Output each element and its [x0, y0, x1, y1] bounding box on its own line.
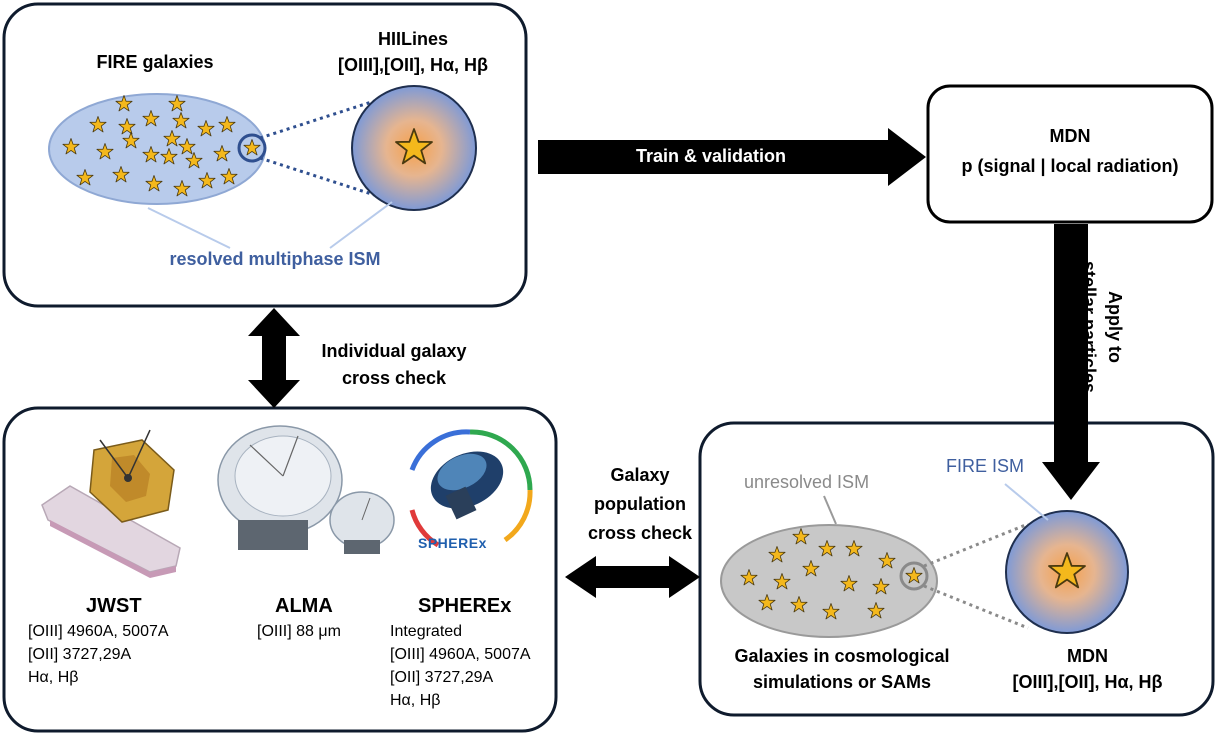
alma-title: ALMA [275, 595, 333, 617]
fire-particle-zoom [351, 85, 477, 211]
train-arrow-label: Train & validation [636, 146, 787, 166]
jwst-line-2: [OII] 3727,29A [28, 646, 132, 663]
hiilines-title: HIILines [377, 29, 448, 49]
unresolved-ism-label: unresolved ISM [744, 472, 870, 492]
individual-check-arrow [248, 308, 300, 408]
spherex-title: SPHEREx [418, 595, 512, 617]
spherex-logo [409, 429, 533, 548]
fire-galaxy [48, 93, 267, 205]
sim-mdn-title: MDN [1067, 646, 1108, 666]
population-check-label-2: population [594, 494, 686, 514]
apply-label-2: stellar particles [1079, 260, 1099, 394]
train-arrow [538, 128, 926, 186]
fire-galaxies-label: FIRE galaxies [96, 52, 214, 72]
mdn-box [926, 84, 1214, 224]
spherex-line-4: Hα, Hβ [390, 692, 441, 709]
jwst-title: JWST [86, 595, 142, 617]
sim-galaxies-label-1: Galaxies in cosmological [734, 646, 950, 666]
jwst-line-1: [OIII] 4960A, 5007A [28, 623, 169, 640]
jwst-image [41, 429, 181, 578]
mdn-title: MDN [1049, 126, 1091, 146]
mdn-formula: p (signal | local radiation) [961, 156, 1179, 176]
spherex-line-3: [OII] 3727,29A [390, 669, 494, 686]
sim-mdn-lines: [OIII],[OII], Hα, Hβ [1012, 672, 1163, 692]
hiilines-lines: [OIII],[OII], Hα, Hβ [337, 55, 489, 75]
population-check-label-3: cross check [587, 523, 693, 543]
sim-zoom-lines [923, 522, 1029, 630]
sim-particle-zoom [1005, 510, 1129, 634]
fire-ism-label: FIRE ISM [946, 456, 1025, 476]
spherex-line-1: Integrated [390, 623, 463, 640]
individual-check-label-2: cross check [341, 368, 447, 388]
apply-arrow [1042, 224, 1100, 500]
spherex-logo-text: SPHEREx [418, 535, 487, 551]
simulations-box [698, 421, 1215, 717]
fire-zoom-lines [259, 94, 391, 202]
sim-galaxies-label-2: simulations or SAMs [752, 672, 932, 692]
population-check-arrow [565, 556, 700, 598]
jwst-line-3: Hα, Hβ [28, 669, 79, 686]
individual-check-label-1: Individual galaxy [321, 341, 467, 361]
resolved-pointer-lines [147, 201, 393, 249]
population-check-label-1: Galaxy [610, 465, 670, 485]
spherex-line-2: [OIII] 4960A, 5007A [390, 646, 531, 663]
alma-image [217, 425, 395, 554]
fire-ism-pointer-line [1004, 483, 1049, 521]
apply-label-1: Apply to [1105, 291, 1125, 363]
resolved-ism-label: resolved multiphase ISM [169, 249, 381, 269]
alma-line-1: [OIII] 88 μm [257, 623, 341, 640]
sim-galaxy [720, 524, 938, 638]
unresolved-pointer-line [823, 495, 837, 525]
